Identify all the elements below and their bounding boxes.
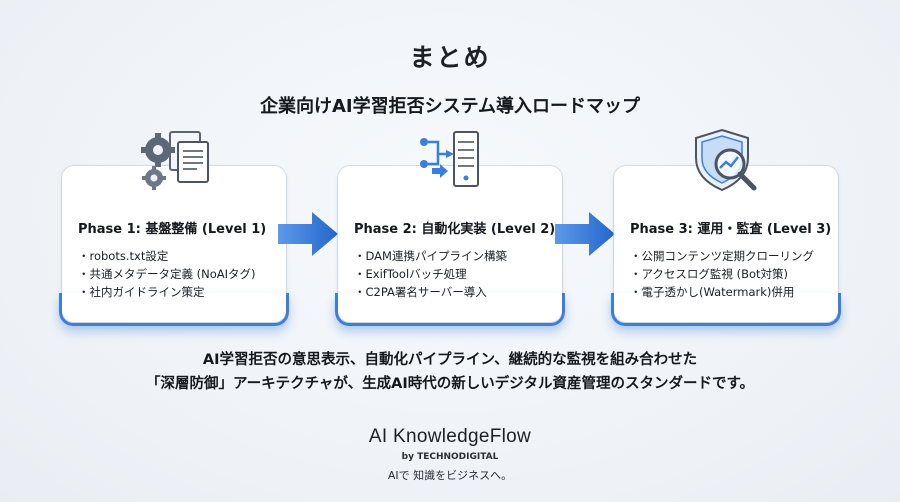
server-pipeline-icon xyxy=(410,124,490,204)
list-item: 公開コンテンツ定期クローリング xyxy=(630,247,838,265)
list-item: アクセスログ監視 (Bot対策) xyxy=(630,265,838,283)
list-item: ExifToolバッチ処理 xyxy=(354,265,562,283)
documents-gears-icon xyxy=(134,124,214,204)
list-item: C2PA署名サーバー導入 xyxy=(354,283,562,301)
phase-card-2: Phase 2: 自動化実装 (Level 2) DAM連携パイプライン構築 E… xyxy=(335,131,565,326)
phase-title: Phase 3: 運用・監査 (Level 3) xyxy=(630,222,832,237)
summary-line-1: AI学習拒否の意思表示、自動化パイプライン、継続的な監視を組み合わせた xyxy=(202,352,698,368)
arrow-right-icon xyxy=(555,212,615,256)
brand-by: by TECHNODIGITAL xyxy=(401,452,499,462)
shield-magnifier-icon xyxy=(686,124,766,204)
phase-item-list: DAM連携パイプライン構築 ExifToolバッチ処理 C2PA署名サーバー導入 xyxy=(354,247,562,301)
list-item: robots.txt設定 xyxy=(78,247,286,265)
phase-card-3: Phase 3: 運用・監査 (Level 3) 公開コンテンツ定期クローリング… xyxy=(611,128,841,326)
phase-card-1: Phase 1: 基盤整備 (Level 1) robots.txt設定 共通メ… xyxy=(59,131,289,326)
brand-name: AI KnowledgeFlow xyxy=(368,426,532,447)
list-item: 電子透かし(Watermark)併用 xyxy=(630,283,838,301)
page-subtitle: 企業向けAI学習拒否システム導入ロードマップ xyxy=(259,96,641,117)
brand-tagline: AIで 知識をビジネスへ。 xyxy=(387,469,513,482)
list-item: 社内ガイドライン策定 xyxy=(78,283,286,301)
phase-title: Phase 1: 基盤整備 (Level 1) xyxy=(78,222,267,237)
phase-title: Phase 2: 自動化実装 (Level 2) xyxy=(354,222,556,237)
summary-line-2: 「深層防御」アーキテクチャが、生成AI時代の新しいデジタル資産管理のスタンダード… xyxy=(145,376,755,392)
phase-item-list: 公開コンテンツ定期クローリング アクセスログ監視 (Bot対策) 電子透かし(W… xyxy=(630,247,838,301)
arrow-right-icon xyxy=(278,212,338,256)
list-item: 共通メタデータ定義 (NoAIタグ) xyxy=(78,265,286,283)
list-item: DAM連携パイプライン構築 xyxy=(354,247,562,265)
phase-item-list: robots.txt設定 共通メタデータ定義 (NoAIタグ) 社内ガイドライン… xyxy=(78,247,286,301)
page-title: まとめ xyxy=(409,43,491,72)
